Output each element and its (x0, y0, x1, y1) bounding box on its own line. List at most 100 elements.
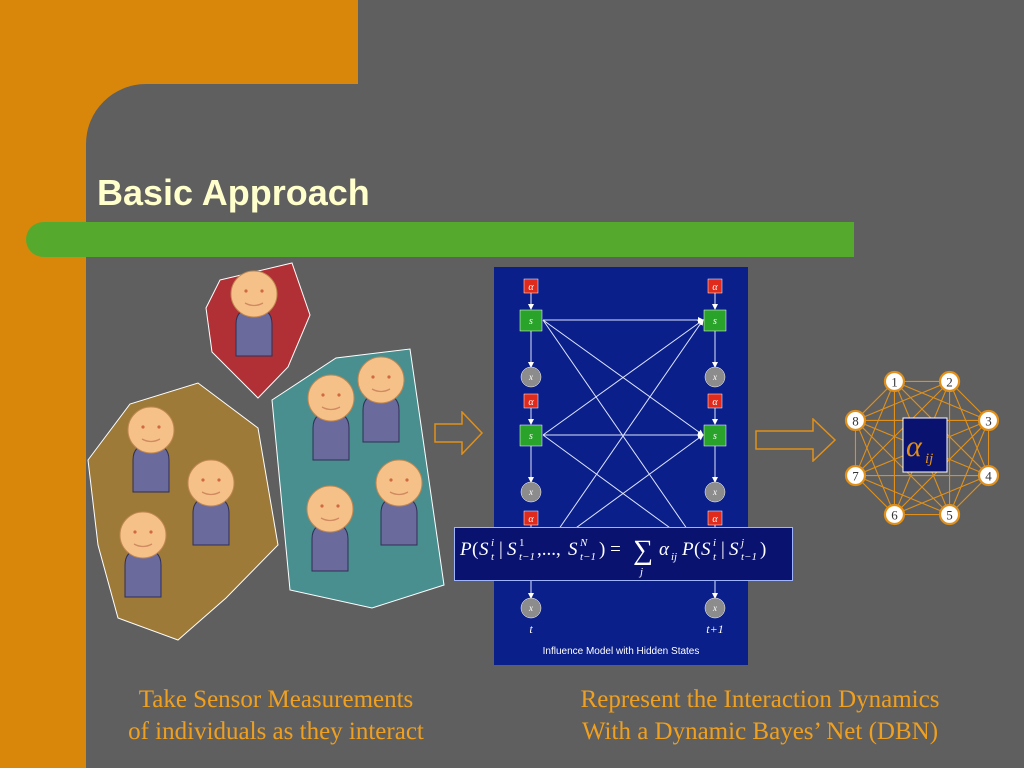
dbn-alpha-node-c1-b3 (523, 510, 539, 526)
alpha-ij-box (902, 417, 948, 473)
dbn-alpha-node-c2-b1 (707, 278, 723, 294)
svg-text:) =: ) = (599, 539, 621, 560)
alpha-symbol: α (906, 430, 923, 463)
ring-node-6 (883, 503, 906, 526)
dbn-s-node-c1-b2 (519, 424, 543, 447)
dbn-x-node-c1-b3 (520, 597, 542, 619)
dbn-x-label: x (528, 372, 533, 382)
arrow-to-dbn-icon (434, 411, 484, 455)
ring-node-label-1: 1 (891, 374, 898, 389)
ring-node-label-6: 6 (891, 508, 898, 523)
time-label-t1: t+1 (706, 622, 723, 636)
dbn-diagram: αsxαsxαsxαsxαsxαsx t t+1 Influence Model… (494, 267, 748, 665)
dbn-s-label: s (529, 316, 533, 327)
dbn-alpha-label: α (712, 514, 718, 525)
svg-text:S: S (568, 539, 578, 560)
dbn-alpha-node-c1-b1 (523, 278, 539, 294)
ring-node-5 (938, 503, 961, 526)
svg-text:N: N (579, 537, 588, 549)
dbn-s-node-c1-b1 (519, 309, 543, 332)
people-groups-illustration (87, 262, 445, 641)
dbn-alpha-node-c1-b2 (523, 393, 539, 409)
svg-text:j: j (739, 537, 744, 549)
ring-node-1 (883, 370, 906, 393)
ring-node-label-5: 5 (946, 508, 953, 523)
ring-node-3 (977, 409, 1000, 432)
svg-text:1: 1 (519, 537, 525, 549)
svg-text:S: S (479, 539, 489, 560)
svg-text:ij: ij (671, 551, 677, 563)
dbn-x-node-c1-b2 (520, 481, 542, 503)
dbn-s-label: s (713, 316, 717, 327)
dbn-background (494, 267, 748, 665)
arrow-to-ring-icon (755, 418, 837, 462)
orange-side-band (0, 0, 86, 768)
caption-dbn-line1: Represent the Interaction Dynamics (580, 686, 940, 713)
svg-text:∑: ∑ (633, 535, 653, 566)
svg-text:P: P (681, 539, 694, 560)
dbn-alpha-label: α (712, 282, 718, 293)
dbn-x-label: x (712, 372, 717, 382)
influence-ring-graph: α ij 1 2 3 4 5 6 7 8 (844, 370, 1000, 526)
influence-equation-box: P ( S i t | S 1 t−1 ,..., S N t−1 ) = ∑ … (454, 527, 793, 581)
influence-equation: P ( S i t | S 1 t−1 ,..., S N t−1 ) = ∑ … (459, 535, 766, 578)
dbn-alpha-node-c2-b2 (707, 393, 723, 409)
svg-text:|: | (499, 539, 503, 560)
dbn-x-node-c2-b2 (704, 481, 726, 503)
svg-text:i: i (713, 537, 716, 549)
ring-node-label-3: 3 (985, 413, 992, 428)
svg-text:S: S (701, 539, 711, 560)
svg-text:i: i (491, 537, 494, 549)
title-underline-bar (26, 222, 854, 257)
dbn-alpha-label: α (528, 397, 534, 408)
svg-text:,...,: ,..., (537, 539, 561, 560)
svg-text:|: | (721, 539, 725, 560)
svg-text:t: t (713, 551, 717, 563)
ring-node-8 (844, 409, 867, 432)
ring-edge-6-8 (854, 420, 895, 515)
svg-text:t: t (491, 551, 495, 563)
caption-dbn-line2: With a Dynamic Bayes’ Net (DBN) (581, 718, 939, 745)
svg-text:S: S (507, 539, 517, 560)
svg-text:t−1: t−1 (741, 551, 757, 563)
time-label-t: t (529, 622, 533, 636)
alpha-subscript: ij (925, 451, 933, 467)
caption-sensor: Take Sensor Measurements of individuals … (96, 684, 456, 748)
dbn-x-label: x (528, 487, 533, 497)
ring-node-label-8: 8 (852, 413, 859, 428)
orange-top-band (0, 0, 358, 84)
ring-node-label-4: 4 (985, 469, 992, 484)
dbn-x-label: x (712, 603, 717, 613)
svg-text:α: α (659, 539, 670, 560)
caption-dbn: Represent the Interaction Dynamics With … (540, 684, 980, 748)
ring-edge-4-6 (894, 475, 989, 516)
svg-text:): ) (760, 539, 766, 560)
svg-text:t−1: t−1 (580, 551, 596, 563)
svg-text:t−1: t−1 (519, 551, 535, 563)
dbn-x-node-c2-b3 (704, 597, 726, 619)
dbn-x-node-c2-b1 (704, 366, 726, 388)
caption-sensor-line2: of individuals as they interact (128, 718, 424, 745)
svg-text:j: j (638, 566, 643, 578)
ring-node-label-7: 7 (852, 469, 859, 484)
ring-node-2 (938, 370, 961, 393)
dbn-x-label: x (528, 603, 533, 613)
dbn-alpha-label: α (712, 397, 718, 408)
dbn-s-label: s (713, 431, 717, 442)
dbn-x-node-c1-b1 (520, 366, 542, 388)
dbn-alpha-node-c2-b3 (707, 510, 723, 526)
dbn-edge-s3-s1 (542, 319, 704, 553)
svg-text:(: ( (472, 539, 478, 560)
dbn-s-node-c2-b2 (703, 424, 727, 447)
ring-edge-5-7 (855, 475, 950, 516)
slide-title: Basic Approach (97, 172, 370, 213)
dbn-footer-caption: Influence Model with Hidden States (543, 646, 700, 657)
svg-text:S: S (729, 539, 739, 560)
ring-edge-2-8 (855, 380, 950, 421)
dbn-edge-s2-s1 (542, 319, 704, 436)
ring-node-4 (977, 464, 1000, 487)
ring-node-7 (844, 464, 867, 487)
ring-node-label-2: 2 (946, 374, 953, 389)
dbn-alpha-label: α (528, 514, 534, 525)
dbn-s-label: s (529, 431, 533, 442)
